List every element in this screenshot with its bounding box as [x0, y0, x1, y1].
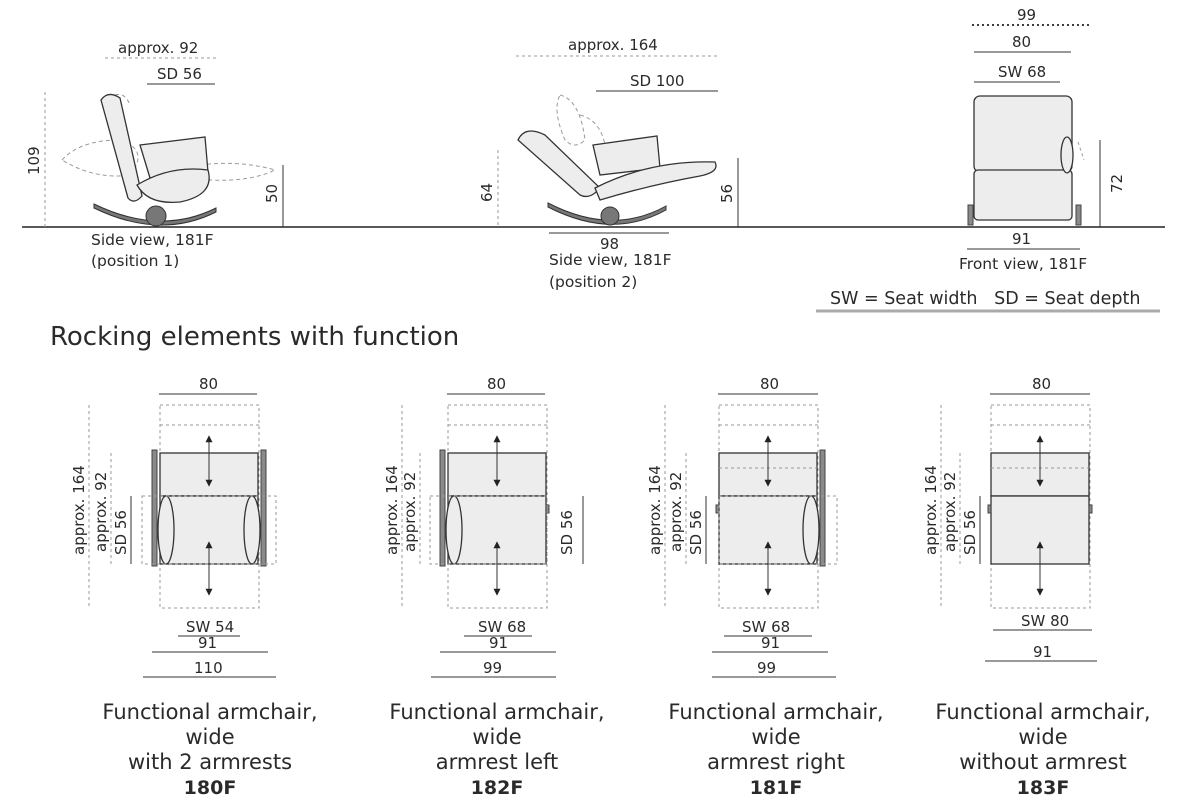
view1-height-label: 109: [25, 146, 43, 175]
variant-sd-label: SD 56: [687, 510, 705, 555]
view1-seat-height-label: 50: [263, 184, 281, 203]
variant-name-line2: wide: [751, 725, 800, 749]
front-dim-mid-label: 80: [1012, 33, 1031, 51]
view1-sd-label: SD 56: [157, 65, 202, 83]
variant-width-label: 80: [487, 375, 506, 393]
front-view: 99 80 SW 68 72 91 Front view, 181F: [959, 6, 1126, 273]
front-dim-top-label: 99: [1017, 6, 1036, 24]
side-view-position-2: approx. 164 SD 100 64 56 98 Side view, 1…: [478, 36, 739, 291]
variant-name-line2: wide: [185, 725, 234, 749]
variant-name-line3: without armrest: [959, 750, 1126, 774]
front-base-label: 91: [1012, 230, 1031, 248]
chair-backrest: [100, 93, 143, 202]
view2-approx-label: approx. 164: [568, 36, 658, 54]
variant-name-line3: armrest left: [436, 750, 559, 774]
variant-depth-label: approx. 92: [92, 472, 110, 552]
chair-backrest-reclined: [517, 130, 601, 198]
variant-d2-label: 110: [194, 659, 223, 677]
front-sw-label: SW 68: [998, 63, 1046, 81]
variant-sd-label: SD 56: [558, 510, 576, 555]
view1-caption-line1: Side view, 181F: [91, 231, 214, 249]
variant-sd-label: SD 56: [112, 510, 130, 555]
chair-footrest-extended: [594, 161, 717, 201]
view1-approx-label: approx. 92: [118, 39, 198, 57]
variant-sw-label: SW 80: [1021, 612, 1069, 630]
variant-sw-label: SW 68: [742, 618, 790, 636]
rocker-base: [93, 203, 217, 226]
legend: SW = Seat width SD = Seat depth: [830, 289, 1140, 309]
variant-name-line1: Functional armchair,: [389, 700, 604, 724]
variant-code: 180F: [184, 777, 237, 799]
side-view-position-1: approx. 92 SD 56 109 50 Side view, 181F …: [25, 39, 284, 270]
view2-height-label: 64: [478, 183, 496, 202]
variant-name-line3: with 2 armrests: [128, 750, 292, 774]
variant-code: 181F: [750, 777, 803, 799]
variant-name-line1: Functional armchair,: [102, 700, 317, 724]
variant-name-line2: wide: [472, 725, 521, 749]
variant-len-label: approx. 164: [383, 465, 401, 555]
variant-d1-label: 91: [489, 634, 508, 652]
variant-depth-label: approx. 92: [941, 472, 959, 552]
variant-sw-label: SW 68: [478, 618, 526, 636]
section-title: Rocking elements with function: [50, 322, 459, 352]
front-backrest: [973, 95, 1073, 173]
variant-width-label: 80: [199, 375, 218, 393]
variant-len-label: approx. 164: [922, 465, 940, 555]
variant-d1-label: 91: [1033, 643, 1052, 661]
variant-code: 183F: [1017, 777, 1070, 799]
front-armrest: [1060, 136, 1074, 174]
variant-depth-label: approx. 92: [667, 472, 685, 552]
variant-name-line3: armrest right: [707, 750, 845, 774]
variant-sw-label: SW 54: [186, 618, 234, 636]
variant-len-label: approx. 164: [70, 465, 88, 555]
view2-seat-height-label: 56: [718, 184, 736, 203]
variant-d2-label: 99: [757, 659, 776, 677]
variant-d1-label: 91: [761, 634, 780, 652]
view2-caption-line1: Side view, 181F: [549, 251, 672, 269]
variant-name-line2: wide: [1018, 725, 1067, 749]
chair-footrest: [136, 168, 210, 204]
variant-width-label: 80: [1032, 375, 1051, 393]
variant-depth-label: approx. 92: [401, 472, 419, 552]
variant-d2-label: 99: [483, 659, 502, 677]
variant-code: 182F: [471, 777, 524, 799]
variant-width-label: 80: [760, 375, 779, 393]
view2-base-label: 98: [600, 235, 619, 253]
variant-len-label: approx. 164: [646, 465, 664, 555]
variant-name-line1: Functional armchair,: [935, 700, 1150, 724]
variant-183f: 80 approx. 164 approx. 92 SD 56 SW 80 91…: [922, 375, 1151, 799]
front-height-label: 72: [1108, 174, 1126, 193]
variant-181f: 80 approx. 164 approx. 92 SD 56 SW 68 91…: [646, 375, 884, 799]
rocker-base: [547, 202, 667, 225]
view1-caption-line2: (position 1): [91, 252, 179, 270]
front-caption: Front view, 181F: [959, 255, 1087, 273]
variant-d1-label: 91: [198, 634, 217, 652]
view2-caption-line2: (position 2): [549, 273, 637, 291]
variant-180f: 80 approx. 164 approx. 92 SD 56 SW 54 91…: [70, 375, 318, 799]
view2-sd-label: SD 100: [630, 72, 684, 90]
variant-182f: 80 approx. 164 approx. 92 SD 56 SW 68 91…: [383, 375, 605, 799]
variant-name-line1: Functional armchair,: [668, 700, 883, 724]
front-seat: [973, 169, 1073, 221]
variant-sd-label: SD 56: [961, 510, 979, 555]
